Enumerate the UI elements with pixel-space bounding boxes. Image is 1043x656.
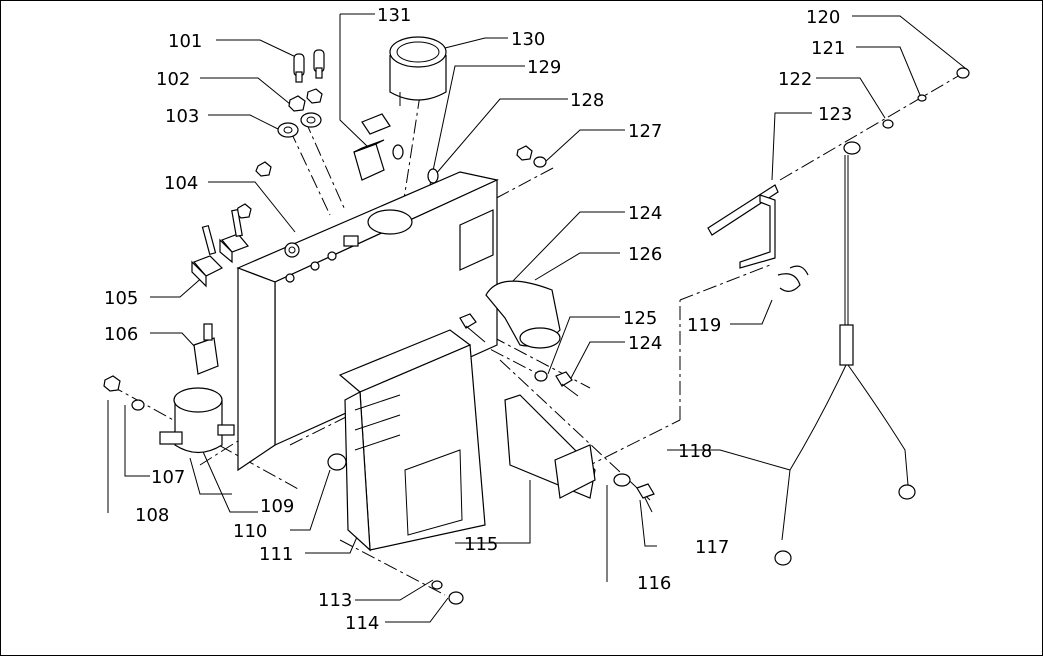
bolt-117 <box>636 483 655 513</box>
label-120: 120 <box>806 7 840 28</box>
rocker-switch-131 <box>353 113 391 181</box>
label-127: 127 <box>628 121 662 142</box>
label-107: 107 <box>151 467 185 488</box>
label-110: 110 <box>233 521 267 542</box>
washer-125 <box>534 370 548 382</box>
label-111: 111 <box>259 544 293 565</box>
label-124-lower: 124 <box>628 333 662 354</box>
cover-111 <box>338 329 486 552</box>
label-105: 105 <box>104 288 138 309</box>
callout-labels: 101 102 103 104 105 106 107 108 109 110 … <box>104 5 852 634</box>
label-125: 125 <box>623 308 657 329</box>
plug-128 <box>427 168 439 184</box>
grommet-110 <box>327 453 347 471</box>
washer-116 <box>613 473 631 487</box>
label-108: 108 <box>135 505 169 526</box>
label-121: 121 <box>811 38 845 59</box>
nut-108 <box>103 375 145 411</box>
label-109: 109 <box>260 496 294 517</box>
label-123: 123 <box>818 104 852 125</box>
label-126: 126 <box>628 244 662 265</box>
label-103: 103 <box>165 106 199 127</box>
washer-113 <box>431 580 443 590</box>
bolt-124 <box>459 313 486 343</box>
label-122: 122 <box>778 69 812 90</box>
leader-lines <box>107 13 966 623</box>
label-114: 114 <box>345 613 379 634</box>
label-130: 130 <box>511 29 545 50</box>
washer-122 <box>882 119 894 129</box>
label-129: 129 <box>527 57 561 78</box>
label-101: 101 <box>168 31 202 52</box>
label-115: 115 <box>464 534 498 555</box>
fastener-120 <box>956 67 970 79</box>
label-118: 118 <box>678 441 712 462</box>
washer-103 <box>277 112 322 138</box>
bolt-124-lower <box>555 371 579 397</box>
toggle-switch-105 <box>191 208 250 288</box>
control-panel-box <box>236 171 499 472</box>
bracket <box>459 209 494 271</box>
label-117: 117 <box>695 537 729 558</box>
label-119: 119 <box>687 315 721 336</box>
nut-102 <box>288 88 323 112</box>
nut-104 <box>235 161 272 219</box>
handle-123 <box>707 184 779 269</box>
relay-106 <box>193 323 219 375</box>
label-104: 104 <box>164 173 198 194</box>
label-124-upper: 124 <box>628 203 662 224</box>
label-131: 131 <box>377 5 411 26</box>
screw-114 <box>448 591 464 605</box>
label-113: 113 <box>318 590 352 611</box>
plug-129 <box>392 144 404 160</box>
cable-118 <box>774 141 916 566</box>
gauge-130 <box>389 36 447 106</box>
clip-119 <box>777 265 809 292</box>
nut-127 <box>516 145 547 168</box>
bracket-115 <box>504 394 596 499</box>
shift-knob-126 <box>485 280 561 349</box>
label-106: 106 <box>104 324 138 345</box>
solenoid-107 <box>159 387 235 454</box>
label-128: 128 <box>570 90 604 111</box>
label-116: 116 <box>637 573 671 594</box>
label-102: 102 <box>156 69 190 90</box>
toggle-switch-101 <box>293 49 325 83</box>
washer-121 <box>917 94 927 102</box>
